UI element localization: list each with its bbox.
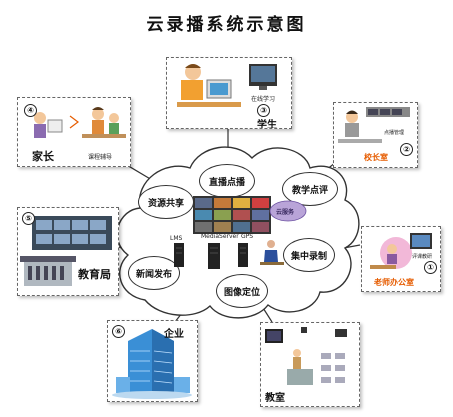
parent-label: 家长 bbox=[32, 150, 54, 163]
panel-principal[interactable]: 点播管理 ② 校长室 bbox=[333, 102, 418, 168]
principal-number-badge: ② bbox=[400, 143, 413, 156]
edu-label: 教育局 bbox=[78, 268, 111, 281]
node-central-recording[interactable]: 集中录制 bbox=[283, 238, 335, 272]
server-towers bbox=[174, 243, 248, 269]
classroom-illustration bbox=[265, 327, 347, 385]
node-label: 图像定位 bbox=[223, 287, 260, 298]
node-label: 直播点播 bbox=[208, 177, 245, 188]
node-label: 教学点评 bbox=[291, 185, 328, 196]
panel-edu-bureau[interactable]: ⑤ 教育局 bbox=[17, 207, 119, 296]
page-title: 云录播系统示意图 bbox=[146, 15, 307, 35]
node-resource-sharing[interactable]: 资源共享 bbox=[138, 185, 194, 219]
node-news-release[interactable]: 新闻发布 bbox=[128, 256, 180, 290]
node-image-locating[interactable]: 图像定位 bbox=[216, 274, 268, 308]
company-number-badge: ⑥ bbox=[112, 325, 125, 338]
node-teaching-review[interactable]: 教学点评 bbox=[282, 172, 338, 206]
principal-label: 校长室 bbox=[364, 152, 388, 162]
video-wall bbox=[193, 196, 271, 234]
panel-student[interactable]: 在线学习 ③ 学生 bbox=[166, 57, 292, 129]
parent-caption: 课程辅导 bbox=[88, 154, 113, 161]
server-label-gps: GPS bbox=[241, 233, 254, 240]
student-label: 学生 bbox=[257, 120, 277, 129]
server-label-media: MediaServer bbox=[201, 233, 239, 240]
company-label: 企业 bbox=[164, 329, 184, 340]
panel-company[interactable]: ⑥ 企业 bbox=[107, 320, 198, 402]
node-label: 新闻发布 bbox=[135, 269, 172, 280]
node-label: 集中录制 bbox=[290, 251, 327, 262]
edu-number-badge: ⑤ bbox=[22, 212, 35, 225]
server-label-lms: LMS bbox=[170, 235, 183, 242]
panel-teacher-office[interactable]: 评课教研 ① 老师办公室 bbox=[361, 226, 441, 292]
node-label: 资源共享 bbox=[147, 198, 184, 209]
cloud-service-icon bbox=[269, 200, 307, 222]
cloud-service-label: 云服务 bbox=[276, 209, 295, 216]
panel-classroom[interactable]: 教室 bbox=[260, 322, 360, 407]
company-building-illustration bbox=[112, 329, 192, 399]
student-illustration bbox=[177, 64, 277, 107]
parent-number-badge: ④ bbox=[24, 104, 37, 117]
parent-illustration bbox=[34, 107, 126, 138]
teacher-office-caption: 评课教研 bbox=[412, 254, 433, 260]
student-number-badge: ③ bbox=[257, 104, 270, 117]
panel-parent[interactable]: ④ 家长 课程辅导 bbox=[17, 97, 131, 167]
classroom-label: 教室 bbox=[265, 393, 285, 404]
teacher-office-label: 老师办公室 bbox=[374, 277, 414, 287]
teacher-office-number-badge: ① bbox=[424, 261, 437, 274]
operator-icon bbox=[260, 240, 284, 265]
teacher-office-illustration bbox=[370, 233, 432, 269]
principal-illustration bbox=[338, 107, 410, 143]
node-live-vod[interactable]: 直播点播 bbox=[199, 164, 255, 198]
student-caption: 在线学习 bbox=[251, 96, 276, 103]
edu-bureau-illustration bbox=[20, 216, 112, 286]
principal-caption: 点播管理 bbox=[384, 130, 405, 136]
